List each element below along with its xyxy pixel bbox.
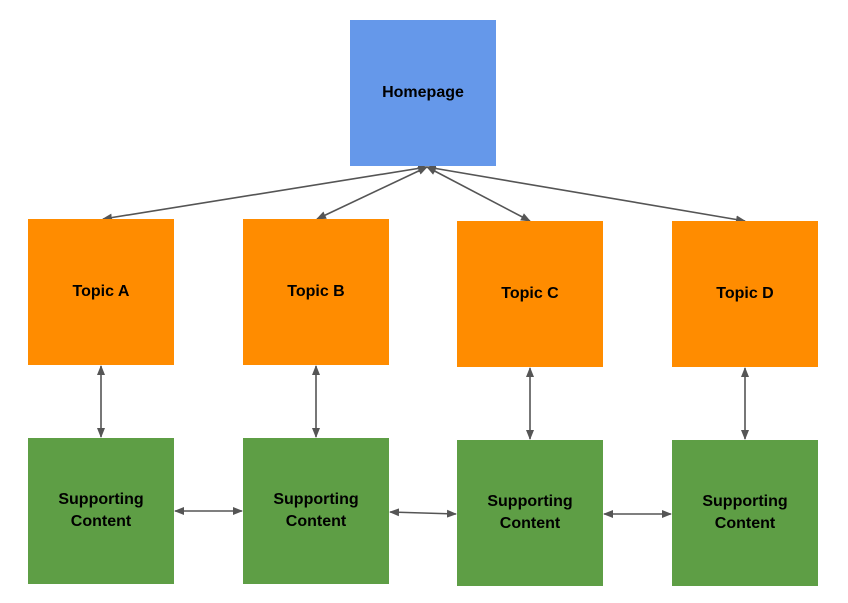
arrow-homepage-topic-d	[426, 164, 746, 224]
supporting-label-line2: Content	[499, 515, 561, 532]
topic-node-d: Topic D	[672, 221, 818, 367]
arrow-supporting-2-3	[389, 508, 457, 518]
topic-label: Topic C	[501, 285, 559, 302]
supporting-node-1: Supporting Content	[28, 438, 174, 584]
supporting-label: Supporting Content	[702, 491, 787, 535]
homepage-node: Homepage	[350, 20, 496, 166]
supporting-node-4: Supporting Content	[672, 440, 818, 586]
supporting-node-3: Supporting Content	[457, 440, 603, 586]
supporting-label-line1: Supporting	[273, 491, 359, 508]
topic-label: Topic B	[287, 283, 345, 300]
supporting-label-line1: Supporting	[702, 493, 788, 510]
topic-label: Topic D	[716, 285, 774, 302]
arrow-homepage-topic-b	[316, 166, 428, 220]
supporting-label: Supporting Content	[273, 489, 358, 533]
supporting-label-line1: Supporting	[487, 493, 573, 510]
supporting-label: Supporting Content	[58, 489, 143, 533]
topic-label: Topic A	[72, 283, 130, 300]
topic-node-a: Topic A	[28, 219, 174, 365]
homepage-label: Homepage	[382, 84, 464, 101]
supporting-label: Supporting Content	[487, 491, 572, 535]
arrow-homepage-topic-a	[102, 164, 428, 222]
arrow-homepage-topic-c	[426, 166, 531, 222]
supporting-label-line2: Content	[70, 513, 132, 530]
supporting-label-line1: Supporting	[58, 491, 144, 508]
topic-node-b: Topic B	[243, 219, 389, 365]
supporting-label-line2: Content	[714, 515, 776, 532]
supporting-node-2: Supporting Content	[243, 438, 389, 584]
topic-node-c: Topic C	[457, 221, 603, 367]
supporting-label-line2: Content	[285, 513, 347, 530]
